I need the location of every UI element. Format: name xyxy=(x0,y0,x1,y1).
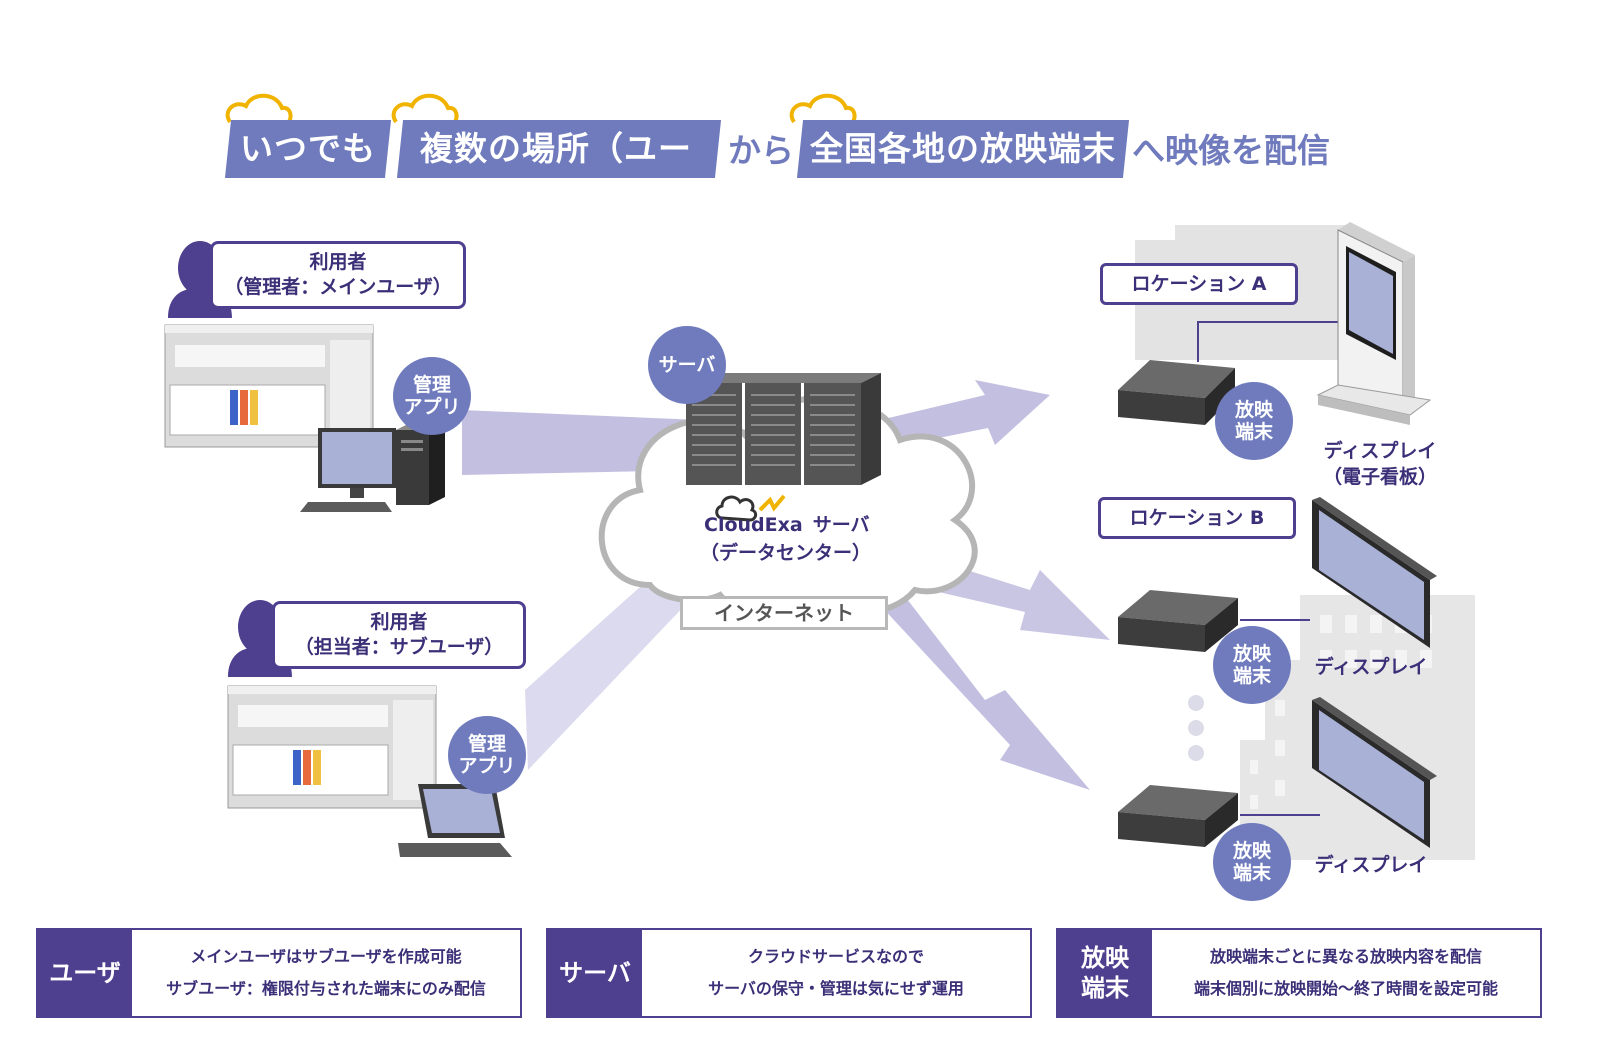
display-a-line-1: ディスプレイ xyxy=(1323,440,1437,462)
arrow-to-terminal-b2 xyxy=(880,590,1090,790)
laptop-icon xyxy=(398,784,512,857)
ellipsis-dot-2 xyxy=(1188,720,1204,736)
info-user-head: ユーザ xyxy=(38,930,132,1016)
terminal-b1-label-2: 端末 xyxy=(1232,665,1271,687)
headline-deliver: へ映像を配信 xyxy=(1132,131,1330,170)
sub-user-role: （担当者：サブユーザ） xyxy=(294,636,504,658)
management-app-screenshot-sub xyxy=(227,685,437,809)
main-app-label-2: アプリ xyxy=(403,396,461,418)
headline-terminals-tag: 全国各地の放映端末 xyxy=(796,120,1130,178)
location-b-label: ロケーション B xyxy=(1098,497,1296,539)
server-badge: サーバ xyxy=(648,326,726,404)
sub-app-label-2: アプリ xyxy=(458,755,516,777)
management-app-screenshot-main xyxy=(164,324,374,448)
info-terminal-head: 放映 端末 xyxy=(1058,930,1152,1016)
terminal-a-label-1: 放映 xyxy=(1234,399,1273,421)
main-app-label-1: 管理 xyxy=(412,374,451,396)
signage-kiosk-icon xyxy=(1316,222,1432,425)
terminal-a-badge: 放映 端末 xyxy=(1215,382,1293,460)
info-terminal-head-1: 放映 xyxy=(1081,944,1129,972)
headline-nationwide-terminals: 全国各地の放映端末 xyxy=(810,129,1116,168)
arrow-sub-user xyxy=(525,560,690,770)
info-box-terminal: 放映 端末 放映端末ごとに異なる放映内容を配信 端末個別に放映開始～終了時間を設… xyxy=(1056,928,1542,1018)
display-b2-label: ディスプレイ xyxy=(1314,854,1428,876)
display-a-label: ディスプレイ （電子看板） xyxy=(1312,438,1448,490)
info-server-line-1: クラウドサービスなので xyxy=(747,947,924,966)
headline-places-tag: 複数の場所（ユーザ） xyxy=(396,120,722,226)
info-box-server: サーバ クラウドサービスなので サーバの保守・管理は気にせず運用 xyxy=(546,928,1032,1018)
main-user-title: 利用者 xyxy=(309,251,367,273)
cloud-accent-icon-2 xyxy=(391,93,459,128)
display-a-line-2: （電子看板） xyxy=(1322,466,1437,488)
terminal-b2-label-2: 端末 xyxy=(1232,862,1271,884)
cloud-accent-icon-1 xyxy=(225,93,293,128)
cloudexa-server-label: CloudExa サーバ xyxy=(704,512,870,538)
terminal-box-b1-icon xyxy=(1118,590,1238,652)
terminal-b1-label-1: 放映 xyxy=(1232,643,1271,665)
info-box-user: ユーザ メインユーザはサブユーザを作成可能 サブユーザ：権限付与された端末にのみ… xyxy=(36,928,522,1018)
internet-label: インターネット xyxy=(680,596,888,630)
main-user-app-badge: 管理 アプリ xyxy=(393,357,471,435)
terminal-box-b2-icon xyxy=(1118,785,1238,847)
wall-display-2-icon xyxy=(1312,697,1437,848)
info-user-line-1: メインユーザはサブユーザを作成可能 xyxy=(190,947,462,966)
terminal-b2-label-1: 放映 xyxy=(1232,840,1271,862)
desktop-pc-icon xyxy=(300,422,445,512)
sub-user-app-badge: 管理 アプリ xyxy=(448,716,526,794)
ellipsis-dot-1 xyxy=(1188,695,1204,711)
headline-anytime: いつでも xyxy=(240,129,376,168)
info-terminal-line-1: 放映端末ごとに異なる放映内容を配信 xyxy=(1209,947,1482,966)
ellipsis-dot-3 xyxy=(1188,745,1204,761)
headline-multiple-places: 複数の場所（ユーザ） xyxy=(419,129,692,226)
info-terminal-line-2: 端末個別に放映開始～終了時間を設定可能 xyxy=(1193,979,1498,998)
server-name-suffix: サーバ xyxy=(812,514,870,536)
display-b1-label: ディスプレイ xyxy=(1314,656,1428,678)
terminal-b2-badge: 放映 端末 xyxy=(1213,823,1291,901)
arrow-to-terminal-b1 xyxy=(930,560,1110,640)
server-rack-icon xyxy=(686,373,881,485)
cloud-accent-icon-3 xyxy=(789,93,857,128)
info-terminal-head-2: 端末 xyxy=(1081,974,1129,1002)
info-server-head: サーバ xyxy=(548,930,642,1016)
sub-user-bubble: 利用者 （担当者：サブユーザ） xyxy=(272,601,526,669)
location-a-label: ロケーション A xyxy=(1100,263,1298,305)
cloudexa-logo-text: CloudExa xyxy=(704,514,803,536)
datacenter-label: （データセンター） xyxy=(700,542,872,564)
main-user-role: （管理者：メインユーザ） xyxy=(224,276,452,298)
headline-anytime-tag: いつでも xyxy=(224,120,392,178)
headline-from: から xyxy=(728,131,794,170)
terminal-a-label-2: 端末 xyxy=(1234,421,1273,443)
cloudexa-logo-icon xyxy=(715,494,786,522)
connector-lines xyxy=(1197,321,1338,816)
terminal-box-a-icon xyxy=(1118,360,1235,425)
wall-display-1-icon xyxy=(1312,497,1437,648)
main-user-bubble: 利用者 （管理者：メインユーザ） xyxy=(210,241,466,309)
info-user-line-2: サブユーザ：権限付与された端末にのみ配信 xyxy=(166,979,486,998)
terminal-b1-badge: 放映 端末 xyxy=(1213,626,1291,704)
sub-app-label-1: 管理 xyxy=(467,733,506,755)
sub-user-title: 利用者 xyxy=(370,611,428,633)
info-server-line-2: サーバの保守・管理は気にせず運用 xyxy=(708,979,964,998)
arrow-to-location-a xyxy=(880,380,1050,450)
